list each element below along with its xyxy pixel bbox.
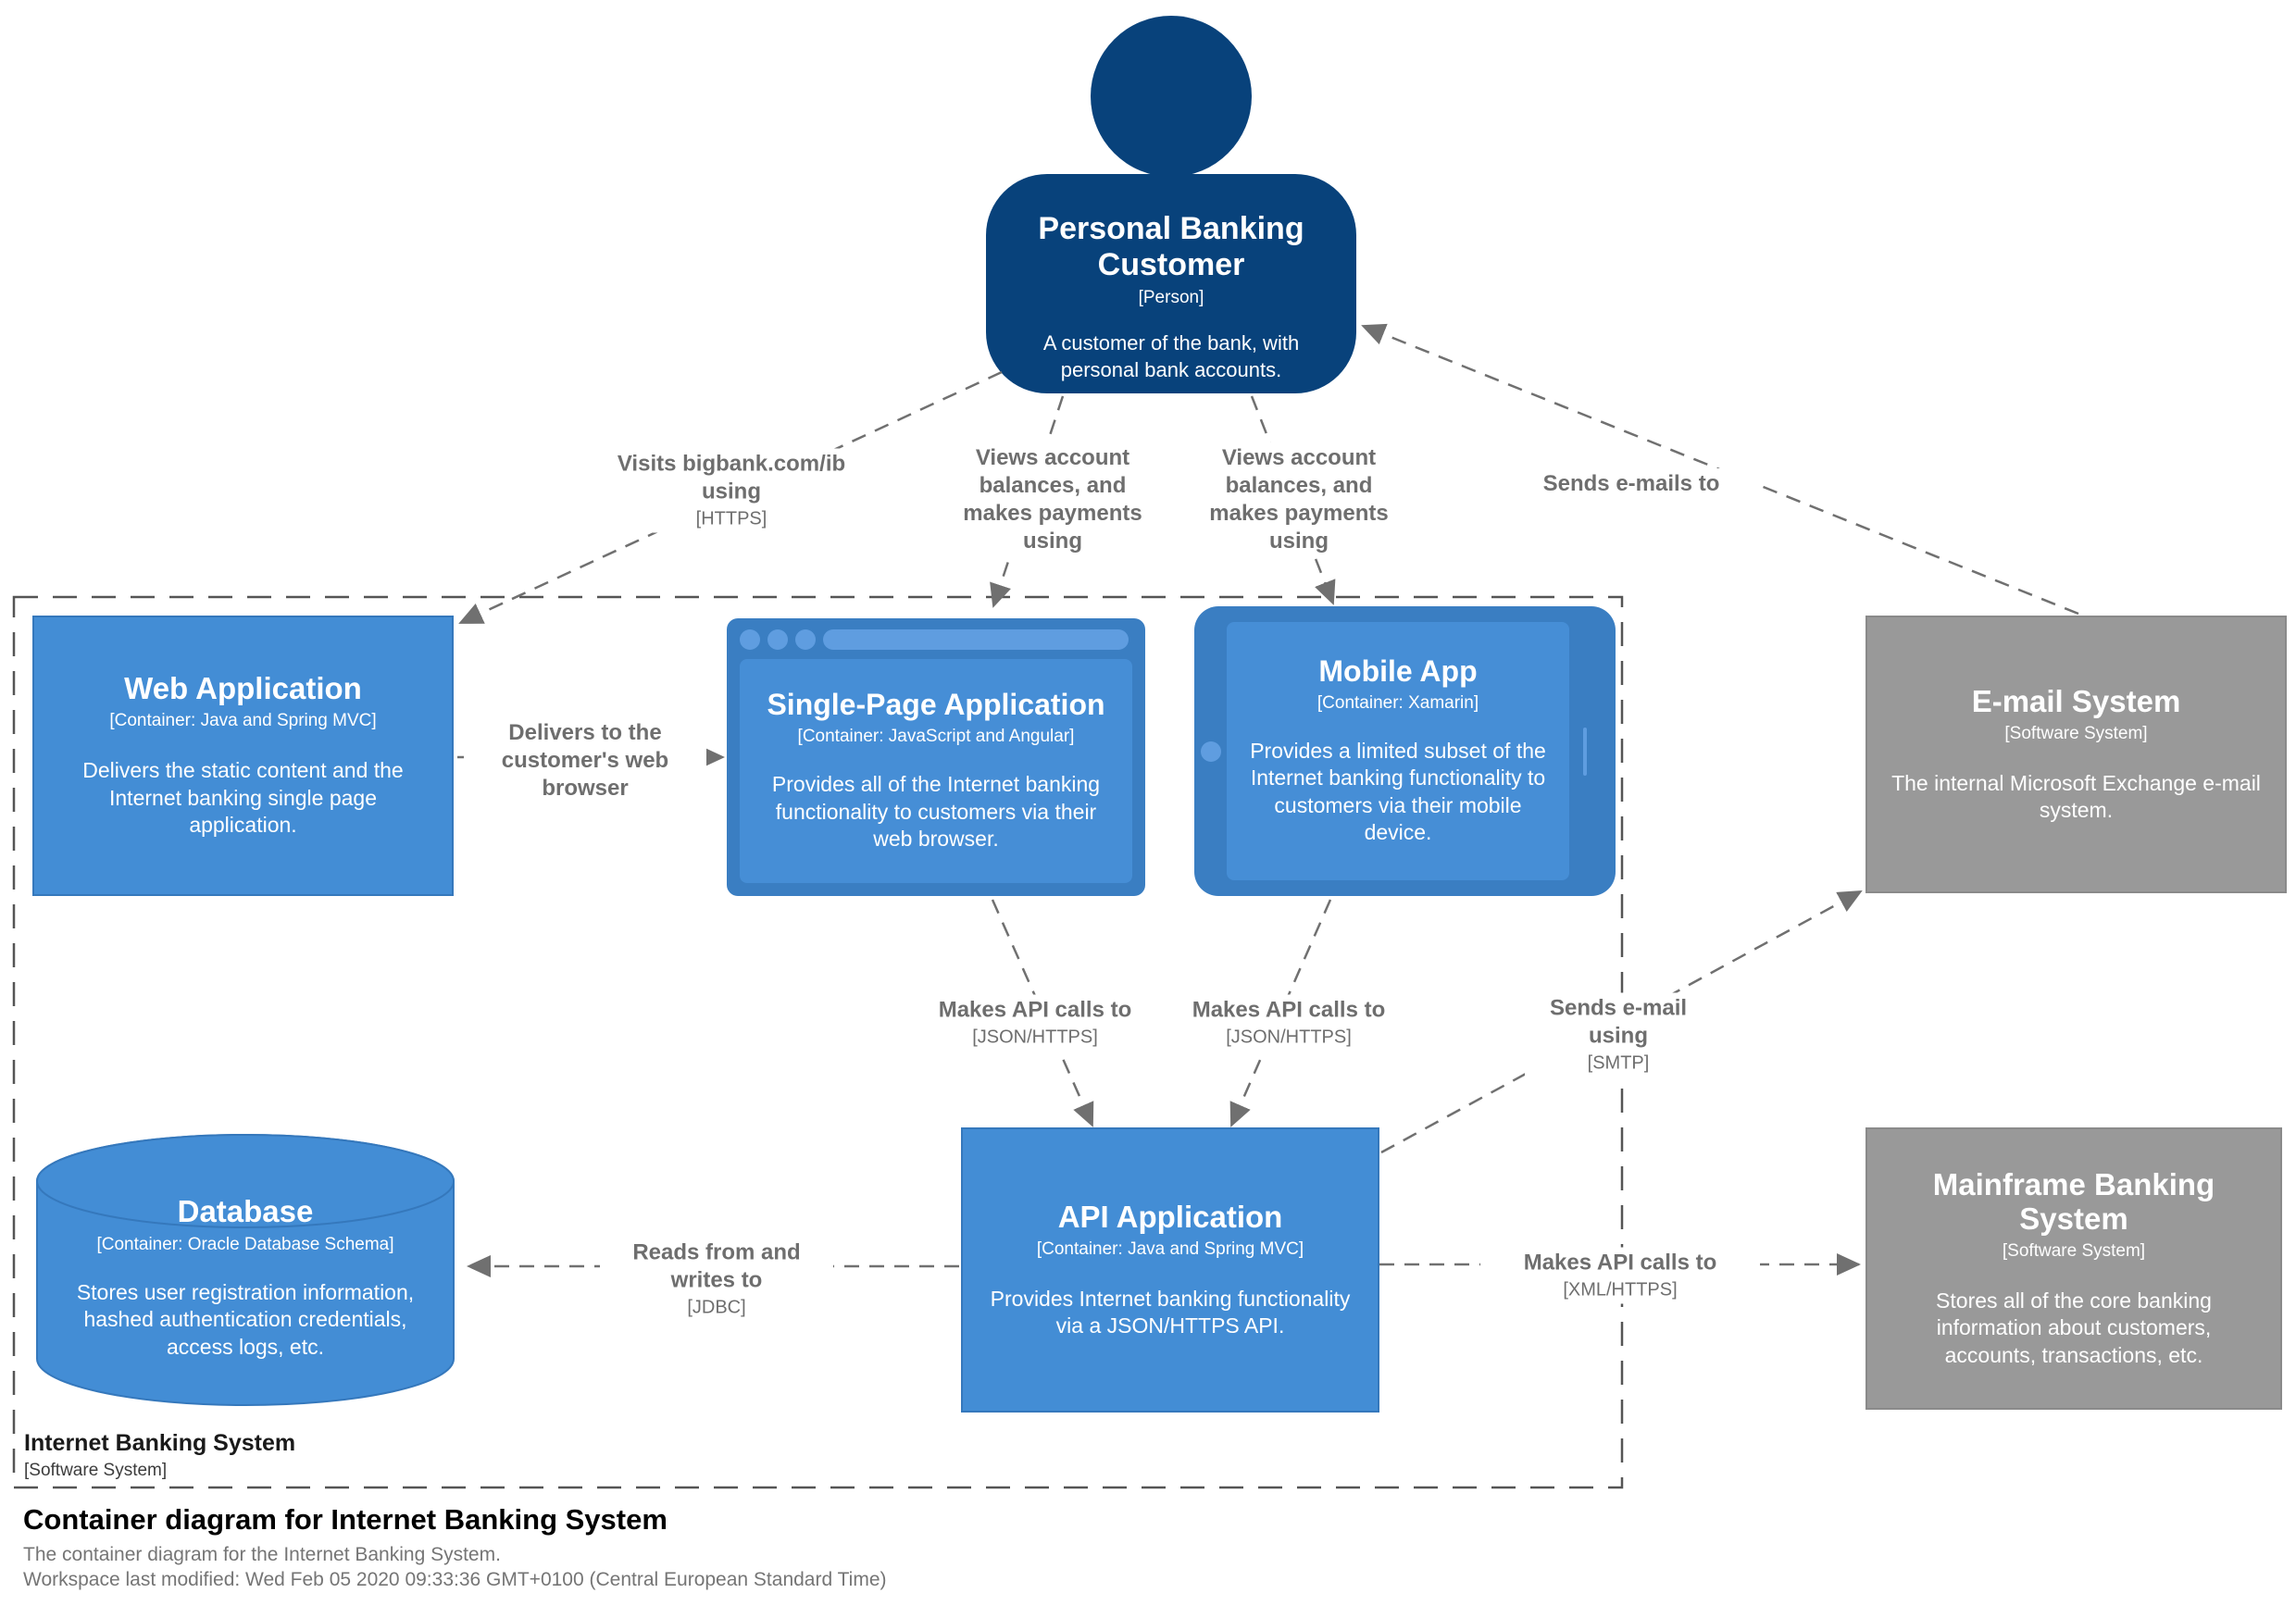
database-text: Database [Container: Oracle Database Sch… xyxy=(54,1194,437,1361)
browser-screen: Single-Page Application [Container: Java… xyxy=(740,659,1132,883)
browser-dot-icon xyxy=(767,629,788,650)
boundary-name: Internet Banking System xyxy=(24,1430,296,1456)
system-mainframe[interactable]: Mainframe Banking System [Software Syste… xyxy=(1866,1127,2282,1410)
container-description: Provides a limited subset of the Interne… xyxy=(1250,739,1546,845)
tablet-side-button-icon xyxy=(1583,728,1587,776)
container-name: Single-Page Application xyxy=(767,688,1105,722)
edge-label-mobile-api: Makes API calls to [JSON/HTTPS] xyxy=(1154,994,1424,1052)
edge-label-text: Sends e-mail using xyxy=(1549,995,1688,1049)
person-description: A customer of the bank, with personal ba… xyxy=(1042,331,1300,381)
edge-label-tech: [JDBC] xyxy=(687,1297,746,1318)
container-name: Database xyxy=(177,1194,314,1228)
container-single-page-application[interactable]: Single-Page Application [Container: Java… xyxy=(727,618,1145,896)
edge-label-text: Visits bigbank.com/ib using xyxy=(617,451,846,504)
edge-label-views-mobile: Views account balances, and makes paymen… xyxy=(1193,442,1404,557)
system-email[interactable]: E-mail System [Software System] The inte… xyxy=(1866,616,2287,893)
tablet-home-button-icon xyxy=(1201,741,1221,762)
boundary-label: Internet Banking System [Software System… xyxy=(24,1430,295,1481)
container-description: Stores user registration information, ha… xyxy=(76,1280,415,1359)
edge-label-spa-api: Makes API calls to [JSON/HTTPS] xyxy=(900,994,1170,1052)
container-name: Mobile App xyxy=(1318,654,1478,689)
boundary-meta: [Software System] xyxy=(24,1461,168,1480)
edge-label-views-spa: Views account balances, and makes paymen… xyxy=(947,442,1158,557)
edge-label-text: Delivers to the customer's web browser xyxy=(501,720,669,801)
browser-address-bar-icon xyxy=(823,629,1129,650)
system-description: The internal Microsoft Exchange e-mail s… xyxy=(1891,770,2261,822)
system-name: E-mail System xyxy=(1971,683,2181,718)
container-meta: [Container: Oracle Database Schema] xyxy=(96,1235,394,1254)
edge-label-delivers: Delivers to the customer's web browser xyxy=(464,717,706,804)
diagram-subtitle: The container diagram for the Internet B… xyxy=(23,1544,501,1565)
edge-label-tech: [XML/HTTPS] xyxy=(1563,1279,1678,1301)
container-name: Web Application xyxy=(124,671,362,706)
edge-label-text: Views account balances, and makes paymen… xyxy=(1209,445,1389,554)
system-description: Stores all of the core banking informati… xyxy=(1936,1288,2212,1367)
edge-label-text: Views account balances, and makes paymen… xyxy=(963,445,1142,554)
diagram-title: Container diagram for Internet Banking S… xyxy=(23,1503,668,1536)
edge-label-jdbc: Reads from and writes to [JDBC] xyxy=(600,1237,833,1322)
edge-label-text: Makes API calls to xyxy=(938,997,1132,1023)
tablet-screen: Mobile App [Container: Xamarin] Provides… xyxy=(1227,622,1569,880)
browser-dot-icon xyxy=(795,629,816,650)
diagram-footer: Container diagram for Internet Banking S… xyxy=(23,1503,887,1593)
person-meta: [Person] xyxy=(1138,288,1204,308)
edge-label-text: Makes API calls to xyxy=(1523,1250,1717,1276)
edge-label-sends-emails: Sends e-mails to xyxy=(1505,468,1757,500)
edge-label-tech: [SMTP] xyxy=(1587,1052,1650,1074)
edge-label-visits: Visits bigbank.com/ib using [HTTPS] xyxy=(610,448,853,533)
edge-label-text: Makes API calls to xyxy=(1192,997,1386,1023)
container-api-application[interactable]: API Application [Container: Java and Spr… xyxy=(961,1127,1379,1413)
person-name: Personal Banking Customer xyxy=(1038,211,1304,283)
person-personal-banking-customer[interactable]: Personal Banking Customer [Person] A cus… xyxy=(986,174,1356,393)
container-mobile-app[interactable]: Mobile App [Container: Xamarin] Provides… xyxy=(1194,606,1616,896)
edge-label-tech: [JSON/HTTPS] xyxy=(1226,1027,1352,1048)
system-meta: [Software System] xyxy=(2002,1240,2146,1261)
container-description: Provides Internet banking functionality … xyxy=(990,1286,1351,1338)
edge-label-text: Sends e-mails to xyxy=(1542,471,1720,496)
edge-label-xml: Makes API calls to [XML/HTTPS] xyxy=(1480,1247,1760,1304)
container-description: Delivers the static content and the Inte… xyxy=(82,758,404,838)
container-description: Provides all of the Internet banking fun… xyxy=(771,772,1101,852)
container-web-application[interactable]: Web Application [Container: Java and Spr… xyxy=(32,616,454,896)
edge-label-smtp: Sends e-mail using [SMTP] xyxy=(1525,992,1712,1077)
edge-label-tech: [HTTPS] xyxy=(695,508,767,529)
system-meta: [Software System] xyxy=(2004,723,2148,743)
person-head-icon xyxy=(1091,16,1252,177)
browser-dot-icon xyxy=(740,629,760,650)
system-name: Mainframe Banking System xyxy=(1932,1166,2215,1236)
edge-label-text: Reads from and writes to xyxy=(632,1239,801,1293)
container-meta: [Container: Java and Spring MVC] xyxy=(1036,1238,1304,1259)
container-meta: [Container: Java and Spring MVC] xyxy=(109,711,377,731)
container-meta: [Container: JavaScript and Angular] xyxy=(797,727,1075,747)
container-name: API Application xyxy=(1057,1199,1283,1234)
container-meta: [Container: Xamarin] xyxy=(1316,693,1479,714)
diagram-modified: Workspace last modified: Wed Feb 05 2020… xyxy=(23,1569,887,1591)
edge-label-tech: [JSON/HTTPS] xyxy=(972,1027,1098,1048)
